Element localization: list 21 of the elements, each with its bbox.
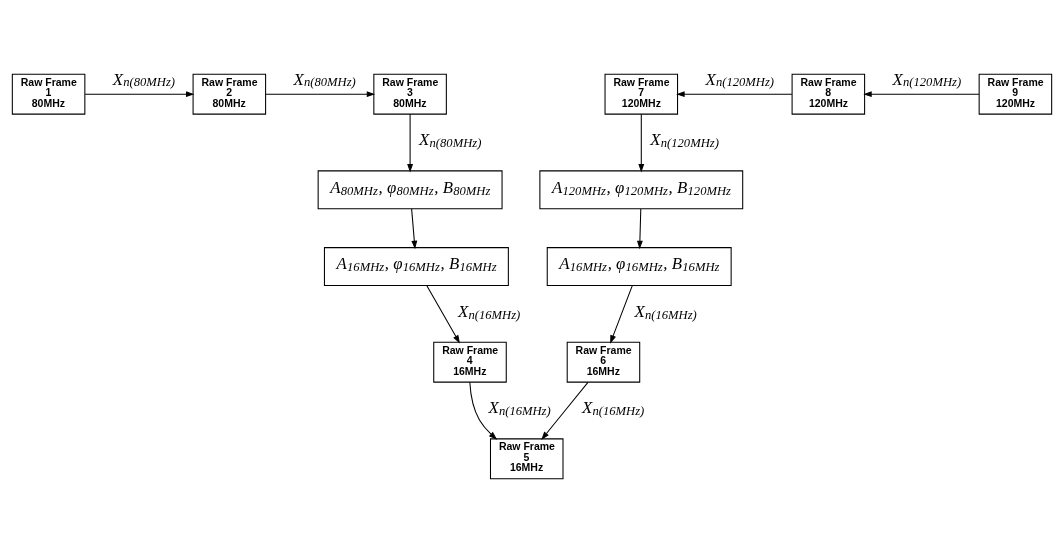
arrow [541, 381, 589, 440]
arrow [411, 208, 418, 250]
arrow [636, 208, 643, 250]
arrow [638, 113, 645, 173]
node-box: Raw Frame 7 120MHz [604, 73, 679, 115]
node-box: Raw Frame 6 16MHz [566, 341, 641, 383]
arrow [610, 285, 633, 344]
node-box: Raw Frame 5 16MHz [489, 438, 564, 480]
node-box: Raw Frame 3 80MHz [373, 73, 447, 115]
arrow [84, 91, 195, 98]
arrow [265, 91, 376, 98]
node-box: Raw Frame 1 80MHz [11, 73, 86, 115]
node-box: Raw Frame 9 120MHz [978, 73, 1053, 115]
arrow [469, 381, 498, 440]
node-box: Raw Frame 8 120MHz [791, 73, 866, 115]
arrow [863, 91, 980, 98]
node-box: Raw Frame 4 16MHz [433, 341, 507, 383]
arrow [407, 113, 414, 173]
node-box: Raw Frame 2 80MHz [192, 73, 267, 115]
arrow [676, 91, 793, 98]
arrow [426, 285, 460, 344]
